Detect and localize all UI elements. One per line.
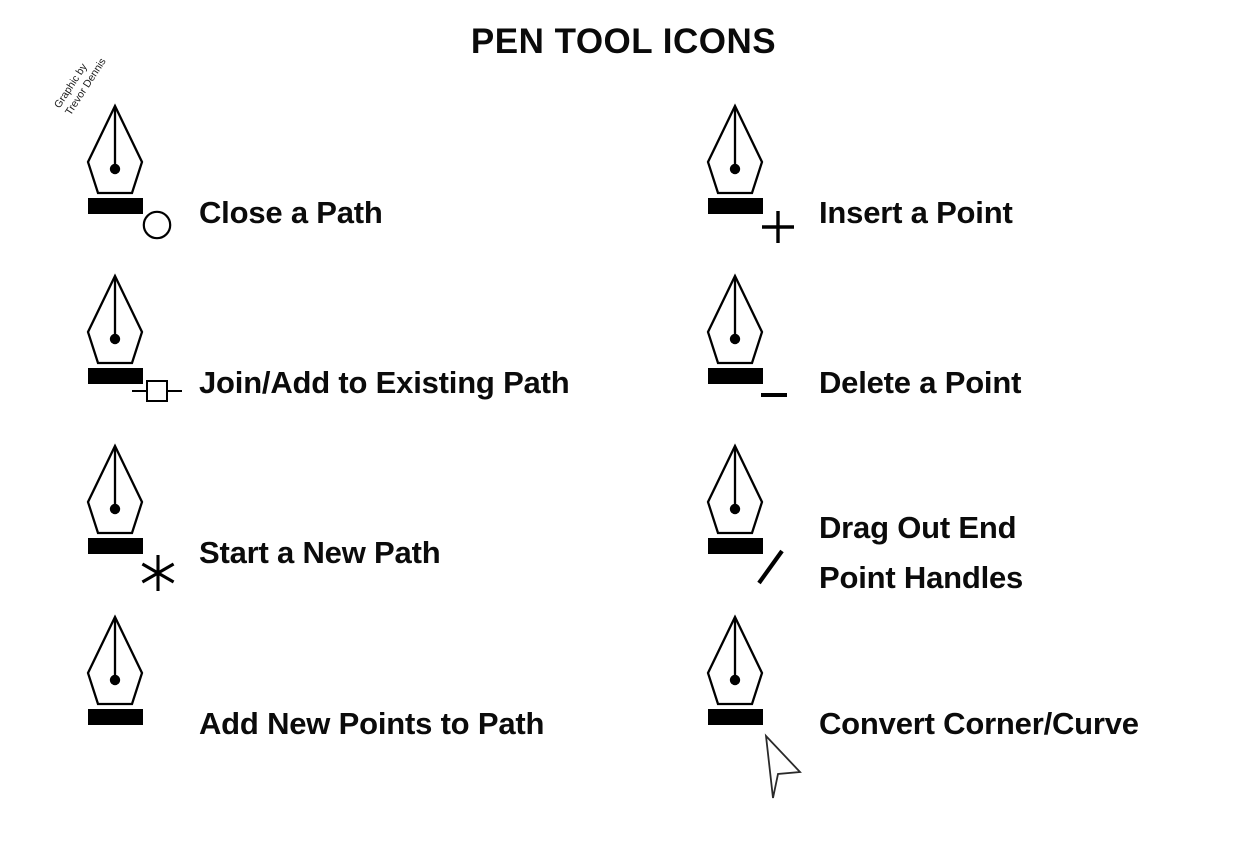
pen-nib-icon [80,440,190,565]
pen-nib-icon [80,100,190,225]
page-title: PEN TOOL ICONS [470,22,777,61]
entry-label-convert-corner-curve: Convert Corner/Curve [819,699,1139,749]
label-line-1: Close a Path [199,195,383,230]
pen-nib-icon [80,611,190,736]
entry-label-insert-a-point: Insert a Point [819,188,1013,238]
entry-label-join-add-to-existing-path: Join/Add to Existing Path [199,358,570,408]
pen-nib-icon [700,100,810,225]
label-line-1: Convert Corner/Curve [819,706,1139,741]
entry-label-drag-out-end-point-handles: Drag Out End Point Handles [819,503,1023,603]
circle-icon [142,208,176,242]
plus-icon [756,205,800,249]
label-line-1: Add New Points to Path [199,706,545,741]
label-line-2: Point Handles [819,560,1024,595]
pen-nib-icon [80,270,190,395]
pen-nib-icon [700,270,810,395]
entry-label-start-a-new-path: Start a New Path [199,528,441,578]
label-line-1: Drag Out End [819,510,1017,545]
arrow-cursor-icon [748,723,818,803]
entry-label-close-a-path: Close a Path [199,188,383,238]
entry-label-add-new-points-to-path: Add New Points to Path [199,699,544,749]
square-link-icon [130,375,184,407]
pen-nib-icon [700,440,810,565]
label-line-1: Join/Add to Existing Path [199,365,570,400]
label-line-1: Insert a Point [819,195,1013,230]
label-line-1: Start a New Path [199,535,441,570]
slash-icon [752,542,794,590]
minus-icon [757,385,797,405]
asterisk-icon [138,550,182,596]
pen-nib-icon [700,611,810,736]
entry-label-delete-a-point: Delete a Point [819,358,1021,408]
label-line-1: Delete a Point [819,365,1022,400]
